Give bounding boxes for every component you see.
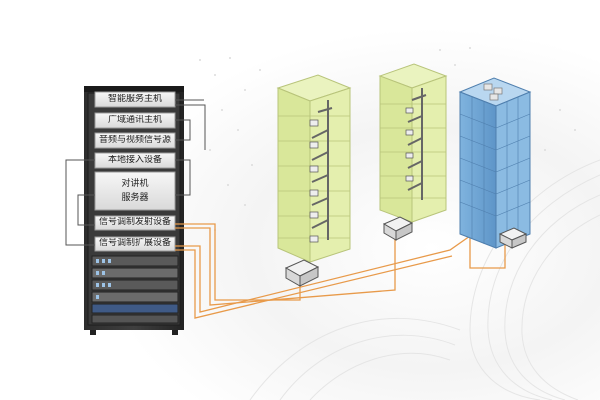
background-dots [199,47,576,231]
building-a-terminal-box [284,259,320,287]
server-rack [65,86,206,335]
rack-label-local-access: 本地接入设备 [107,155,162,165]
rack-label-wan-host: 广域通讯主机 [107,115,162,125]
rack-unit-signal-modulator-ext [94,236,176,252]
rack-label-av-source: 音频与视频信号源 [98,135,171,145]
building-b-terminal-box [382,216,414,241]
rack-wiring [65,99,206,246]
signal-cables [175,223,506,319]
tower-terminal-box [498,227,528,249]
rack-label-signal-modulator-tx: 信号调制发射设备 [98,217,171,227]
rack-hardware-bays [91,255,179,324]
rack-label-signal-modulator-ext: 信号调制扩展设备 [98,238,171,248]
rack-label-intercom-server: 对讲机 服务器 [121,179,149,203]
office-tower [458,77,532,249]
rack-unit-signal-modulator-tx [94,215,176,231]
rack-label-smart-host: 智能服务主机 [107,94,162,104]
residential-building-b [378,63,448,241]
residential-building-a [276,74,352,287]
rack-unit-intercom-server [94,171,176,211]
